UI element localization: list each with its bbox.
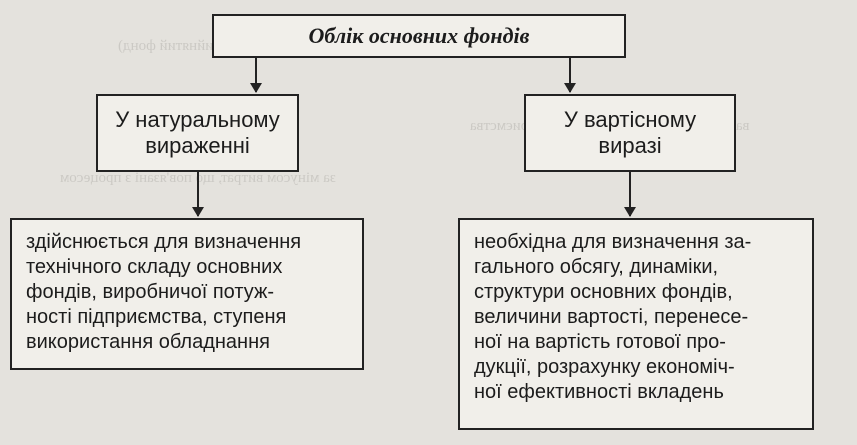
description-line: фондів, виробничої потуж- xyxy=(26,281,275,303)
description-line: ності підприємства, ступеня xyxy=(26,306,287,328)
value-expression-label-line: виразі xyxy=(598,133,662,158)
natural-expression-label-line: У натуральному xyxy=(115,107,280,132)
value-expression-description-box: необхідна для визначення за- гального об… xyxy=(458,218,814,430)
value-expression-label-line: У вартісному xyxy=(563,107,697,132)
description-line: ної на вартість готової про- xyxy=(474,331,726,353)
title-box: Облік основних фондів xyxy=(212,14,626,58)
description-line: дукції, розрахунку економіч- xyxy=(474,356,735,378)
description-line: структури основних фондів, xyxy=(474,281,733,303)
description-line: гального обсягу, динаміки, xyxy=(474,256,719,278)
description-line: здійснюється для визначення xyxy=(26,231,302,253)
title-text: Облік основних фондів xyxy=(308,23,530,48)
natural-expression-description-box: здійснюється для визначення технічного с… xyxy=(10,218,364,370)
natural-expression-label-line: вираженні xyxy=(145,133,250,158)
description-line: технічного складу основних xyxy=(26,256,283,278)
value-expression-box: У вартісному виразі xyxy=(524,94,736,172)
description-line: величини вартості, перенесе- xyxy=(474,306,749,328)
description-line: необхідна для визначення за- xyxy=(474,231,752,253)
description-line: ної ефективності вкладень xyxy=(474,381,724,403)
natural-expression-box: У натуральному вираженні xyxy=(96,94,299,172)
description-line: використання обладнання xyxy=(26,331,270,353)
